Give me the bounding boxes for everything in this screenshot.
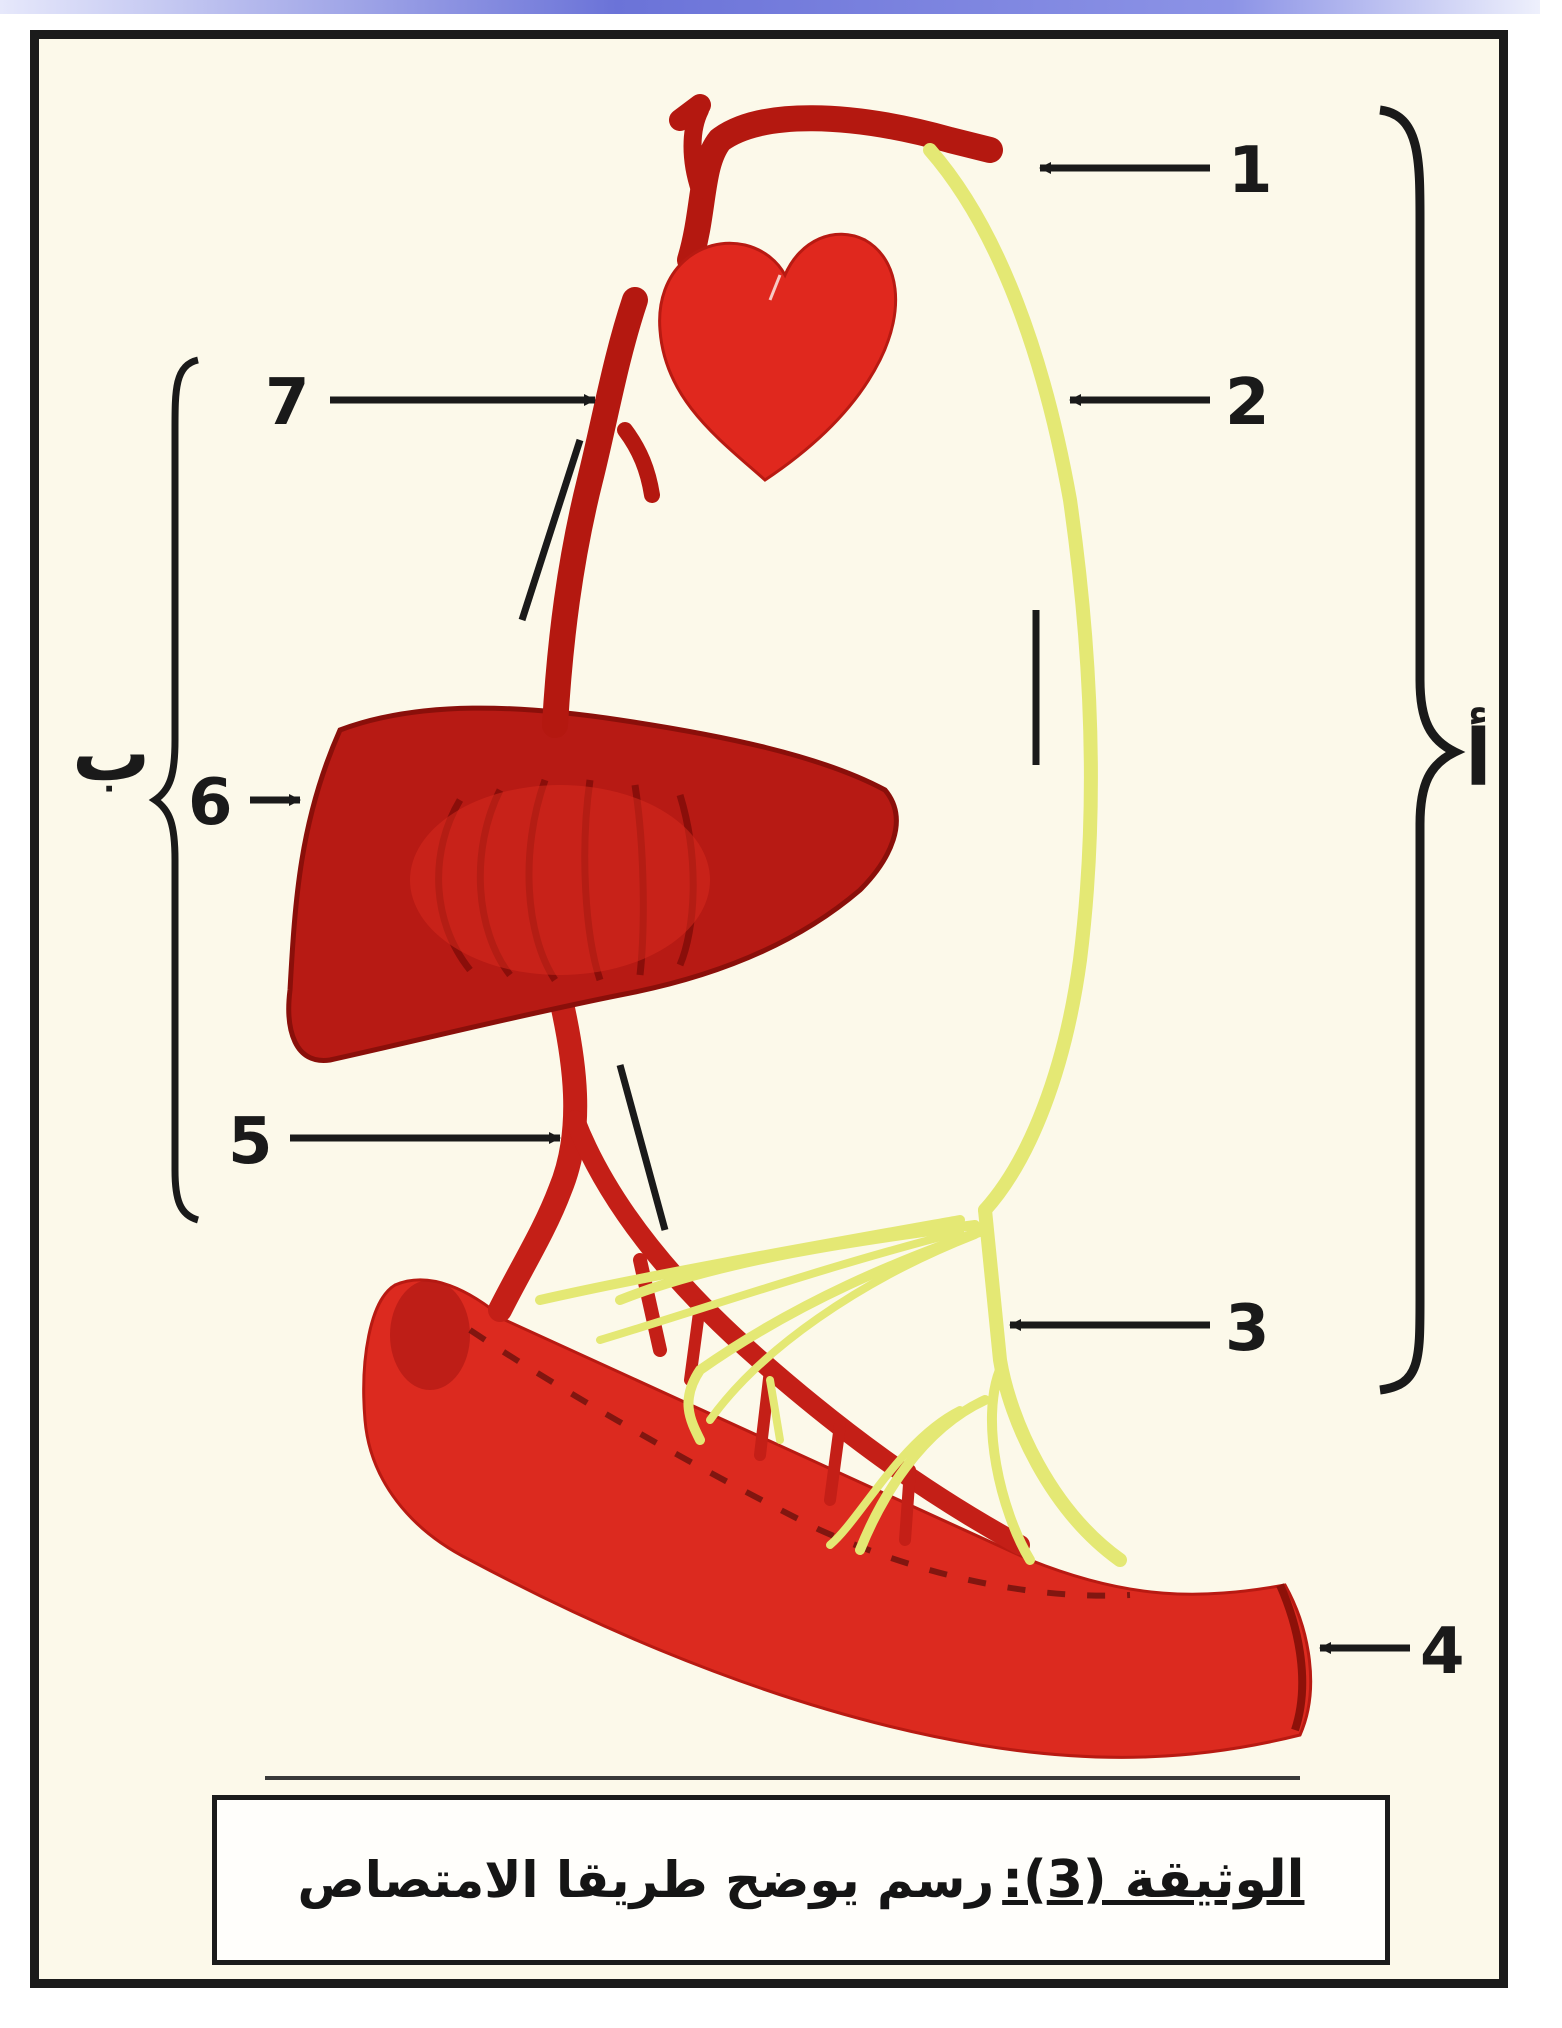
heart: [660, 234, 896, 480]
liver: [289, 708, 897, 1060]
caption-text: رسم يوضح طريقا الامتصاص: [298, 1851, 995, 1909]
label-6: 6: [188, 766, 233, 840]
label-5: 5: [228, 1105, 273, 1179]
group-label-left: ب: [72, 709, 150, 799]
label-3: 3: [1225, 1292, 1270, 1366]
caption-box: الوثيقة (3): رسم يوضح طريقا الامتصاص: [212, 1795, 1390, 1965]
label-2: 2: [1225, 366, 1270, 440]
right-brace: [1380, 110, 1455, 1390]
label-4: 4: [1420, 1615, 1465, 1689]
intestine: [364, 1280, 1311, 1757]
label-1: 1: [1228, 134, 1273, 208]
label-7: 7: [265, 366, 310, 440]
caption-title: الوثيقة (3):: [1002, 1850, 1304, 1910]
group-label-right: أ: [1465, 707, 1492, 804]
